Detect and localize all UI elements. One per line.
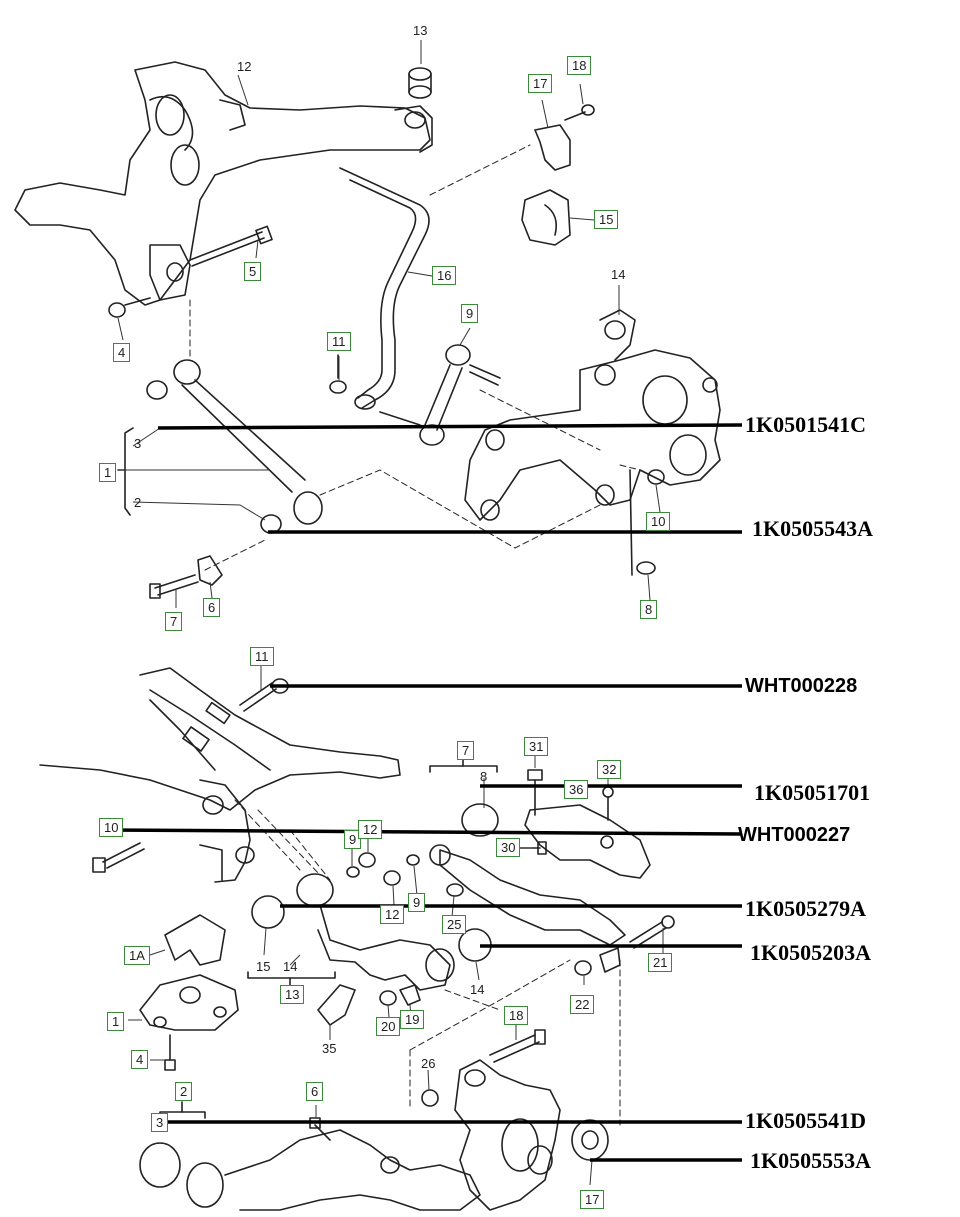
washer-26: [421, 1089, 439, 1107]
clamp-17: [534, 104, 595, 171]
callout-6-bottom: 6: [306, 1082, 324, 1101]
bushing-25: [446, 883, 464, 897]
callout-18: 18: [567, 56, 592, 75]
callout-7: 7: [165, 612, 183, 631]
mount-cover-1A: [164, 914, 226, 966]
bracket-group-1-top: [117, 427, 134, 516]
bolt-21: [629, 915, 675, 949]
callout-18-bottom: 18: [504, 1006, 529, 1025]
part-number-1K05051701: 1K05051701: [754, 780, 871, 805]
callout-17: 17: [528, 74, 553, 93]
callout-30: 30: [496, 838, 521, 857]
part-number-1K0505203A: 1K0505203A: [750, 940, 871, 965]
callout-14-left: 14: [283, 959, 298, 974]
callout-4-bottom: 4: [131, 1050, 149, 1069]
callout-9-upper: 9: [344, 830, 362, 849]
callout-2-bottom: 2: [175, 1082, 193, 1101]
nut-4: [108, 297, 151, 318]
trailing-arm-2: [139, 1129, 481, 1211]
transverse-link-1: [146, 359, 323, 534]
callout-36: 36: [564, 780, 589, 799]
bushing-17: [571, 1119, 609, 1161]
callout-35: 35: [322, 1041, 337, 1056]
callout-12-upper: 12: [358, 820, 383, 839]
nut-20: [379, 990, 397, 1006]
callout-14: 14: [611, 267, 626, 282]
callout-9: 9: [461, 304, 479, 323]
callout-10-bottom: 10: [99, 818, 124, 837]
callout-2: 2: [134, 495, 142, 510]
callout-8: 8: [640, 600, 658, 619]
callout-17-bottom: 17: [580, 1190, 605, 1209]
bushing-15: [521, 189, 571, 246]
part-number-1K0505543A: 1K0505543A: [752, 516, 873, 541]
nut-10: [647, 469, 665, 485]
callout-9-lower: 9: [408, 893, 426, 912]
callout-4: 4: [113, 343, 131, 362]
bolt-11: [239, 678, 289, 712]
rear-subframe-bottom: [39, 667, 401, 883]
upper-arm-7: [429, 803, 626, 946]
callout-26: 26: [421, 1056, 436, 1071]
bushing-13: [408, 67, 432, 99]
callout-12-lower: 12: [380, 905, 405, 924]
part-number-1K0505553A: 1K0505553A: [750, 1148, 871, 1173]
coupling-rod-9: [379, 344, 501, 446]
bolt-5-top: [189, 225, 273, 267]
part-number-1K0501541C: 1K0501541C: [745, 412, 866, 437]
callout-21: 21: [648, 953, 673, 972]
rear-subframe-top: [14, 61, 433, 306]
bolt-32: [602, 786, 614, 821]
callout-3: 3: [134, 436, 142, 451]
part-number-1K0505541D: 1K0505541D: [745, 1108, 866, 1133]
bolt-18: [489, 1029, 546, 1063]
callout-12: 12: [237, 59, 252, 74]
callout-20: 20: [376, 1017, 401, 1036]
lower-link-13: [251, 873, 492, 991]
clip-35: [317, 984, 356, 1026]
nut-11: [329, 354, 347, 394]
callout-1: 1: [99, 463, 117, 482]
part-number-WHT000228: WHT000228: [745, 675, 858, 697]
callout-1-bottom: 1: [107, 1012, 125, 1031]
part-number-WHT000227: WHT000227: [738, 824, 851, 846]
bolt-4-bottom: [164, 1034, 176, 1071]
callout-13-bottom: 13: [280, 985, 305, 1004]
callout-1A: 1A: [124, 946, 150, 965]
callout-31: 31: [524, 737, 549, 756]
callout-14-right: 14: [470, 982, 485, 997]
callout-10: 10: [646, 512, 671, 531]
callout-16: 16: [432, 266, 457, 285]
callout-15: 15: [594, 210, 619, 229]
callout-15-bottom: 15: [256, 959, 271, 974]
washer-9: [346, 854, 420, 878]
nut-12: [358, 852, 401, 886]
eccentric-washer-6: [197, 555, 223, 586]
callout-6: 6: [203, 598, 221, 617]
nut-8: [629, 469, 656, 576]
callout-3-bottom: 3: [151, 1113, 169, 1132]
callout-7-bottom: 7: [457, 741, 475, 760]
wheel-bearing-housing-bottom: [454, 1059, 561, 1211]
callout-25: 25: [442, 915, 467, 934]
bolt-10: [92, 842, 145, 873]
callout-19: 19: [400, 1010, 425, 1029]
callout-22: 22: [570, 995, 595, 1014]
bolt-7: [149, 574, 199, 599]
nut-22: [574, 947, 621, 976]
callout-13: 13: [413, 23, 428, 38]
callout-32: 32: [597, 760, 622, 779]
stabilizer-bar-16: [339, 167, 430, 410]
mount-1: [139, 974, 239, 1031]
callout-11: 11: [327, 332, 351, 351]
bracket-19: [399, 984, 421, 1006]
callout-8-bottom: 8: [480, 769, 488, 784]
part-number-1K0505279A: 1K0505279A: [745, 896, 866, 921]
wheel-bearing-housing-14: [464, 309, 721, 521]
callout-11-bottom: 11: [250, 647, 274, 666]
callout-5: 5: [244, 262, 262, 281]
bracket-group-13: [247, 971, 336, 986]
